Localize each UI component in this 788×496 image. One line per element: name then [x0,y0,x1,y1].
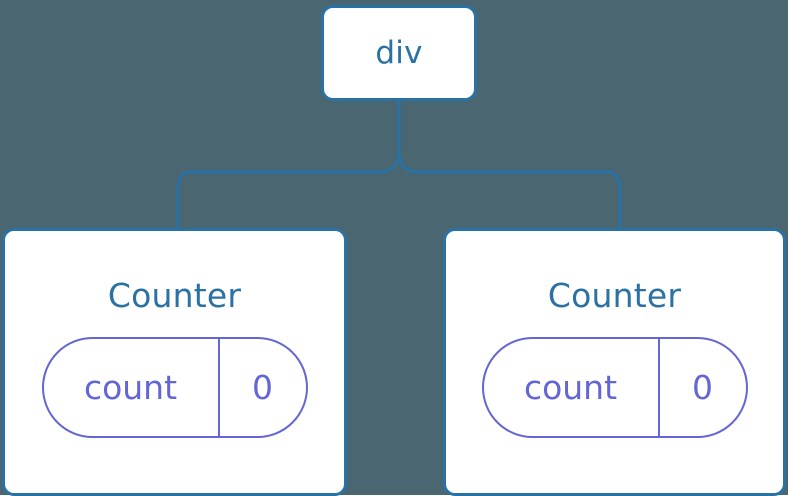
state-value-label: 0 [252,368,273,407]
state-pill-divider [657,339,660,436]
state-key-label: count [83,368,178,407]
edge-div-to-counter-right [397,99,622,232]
node-div[interactable]: div [321,5,477,101]
state-pill-divider [217,339,220,436]
node-counter-right-label: Counter [547,276,682,315]
state-pill-counter-right[interactable]: count 0 [481,337,748,438]
node-counter-left-label: Counter [107,276,242,315]
state-value-label: 0 [692,368,713,407]
state-pill-counter-left[interactable]: count 0 [41,337,308,438]
node-counter-left[interactable]: Counter count 0 [2,228,347,496]
edge-div-to-counter-left [176,99,401,232]
node-div-label: div [375,34,423,71]
state-key-label: count [523,368,618,407]
node-counter-right[interactable]: Counter count 0 [443,228,786,496]
